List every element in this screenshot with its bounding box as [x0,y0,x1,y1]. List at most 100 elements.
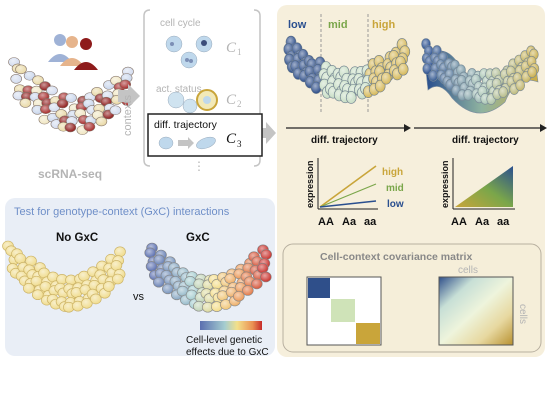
cell-shade [16,65,26,74]
cell-shade [257,263,268,273]
trajectory-cell-shade [429,70,438,81]
trajectory-axis-label-left: diff. trajectory [311,135,378,146]
people-icon [48,34,98,70]
cell-shade [217,291,228,301]
arrow-right-icon [258,122,276,144]
cell-shade [15,254,26,264]
cell-shade [31,276,42,286]
plot-left-xtick: AA [318,216,334,228]
cell-shade [90,294,101,304]
cell-shade [242,285,253,295]
cell-shade [39,268,49,278]
trajectory-cell-shade [346,92,356,103]
cell-shade [212,279,223,289]
cell-shade [186,290,197,300]
trajectory-cell-shade [375,80,385,92]
cells-label-side: cells [517,304,528,324]
plot-left-line-low [319,200,377,208]
cell-shade [115,247,125,257]
context-3-subscript: 3 [237,139,242,149]
cell-shade [63,302,74,312]
cell-shade [13,91,24,100]
vs-label: vs [133,291,145,303]
contexts-right-brace [253,9,261,167]
zone-label-high: high [372,19,395,31]
zone-label-mid: mid [328,19,348,31]
context-2-subscript: 2 [237,99,242,109]
cell-shade [153,277,164,287]
cell-shade [112,274,123,284]
context-1-symbol: C [226,40,237,56]
cell-shade [32,105,43,114]
gxc-panel-title: Test for genotype-context (GxC) interact… [14,206,230,218]
scrna-seq-label: scRNA-seq [38,167,102,181]
trajectory-cell-shade [499,87,508,98]
arrow-right-icon [404,124,411,132]
gxc-cell-cluster [144,242,273,313]
plot-left-legend-low: low [387,199,404,210]
gxc-label: GxC [186,232,210,244]
cell-shade [225,274,236,284]
plot-right-xtick: Aa [475,216,490,228]
cell-shade [103,281,114,291]
plot-right-xtick: AA [451,216,467,228]
cell-shade [260,272,271,282]
plot-left-xtick: Aa [342,216,357,228]
zone-label-low: low [288,19,307,31]
covariance-panel-title: Cell-context covariance matrix [320,251,472,263]
gxc-colorbar [200,321,262,330]
trajectory-cell-shade [311,82,321,93]
cell-shade [71,287,82,297]
gxc-panel-bg [5,198,275,356]
cell-shade [162,284,173,294]
cell-shade [79,271,89,281]
cell-shade [23,283,34,293]
continuous-covariance-matrix [438,276,514,346]
arrow-right-icon [118,84,140,108]
context-3-symbol: C [226,131,237,147]
cell-shade [39,115,50,124]
context-1-label: cell cycle [160,18,201,29]
cell-shade [81,298,92,308]
cell-shade [48,272,58,282]
cell-shade [40,105,51,114]
plot-left-ylabel: expression [305,160,315,208]
plot-right-xtick: aa [497,216,510,228]
cell-shade [193,301,204,311]
differentiation-cells [158,136,216,150]
plot-left-legend-mid: mid [386,183,404,194]
cell-shade [20,98,31,107]
trajectory-cell-shade [528,67,537,78]
cell-shade [84,122,95,131]
cell-cycle-cells [165,35,213,69]
colorbar-caption-line2: effects due to GxC [186,347,269,358]
trajectory-axis-label-right: diff. trajectory [452,135,519,146]
context-3-label: diff. trajectory [154,119,218,131]
cell-shade [251,279,262,289]
plot-left-line-mid [319,183,377,208]
plot-left-legend-high: high [382,167,403,178]
trajectory-cell-shade [381,72,391,84]
plot-right-ylabel: expression [440,160,450,208]
context-2-label: act. status [156,84,202,95]
discrete-covariance-matrix [306,276,382,346]
cell-shade [261,250,272,260]
trajectory-cell-shade [398,63,408,75]
context-1-subscript: 1 [237,47,242,57]
cell-shade [211,302,222,312]
cell-shade [194,279,205,289]
cell-shade [120,80,131,89]
cell-shade [233,291,244,301]
arrow-right-icon [540,124,547,132]
cell-shade [220,300,231,310]
cell-shade [110,106,121,115]
scrna-cell-cluster [8,57,135,135]
cell-shade [26,256,36,266]
cell-shade [40,282,51,292]
cell-shade [47,86,57,95]
contexts-ellipsis: ⋮ [193,159,205,173]
contexts-left-brace [143,9,151,167]
cell-shade [24,71,35,80]
plot-right-continuous-effect [455,166,513,207]
